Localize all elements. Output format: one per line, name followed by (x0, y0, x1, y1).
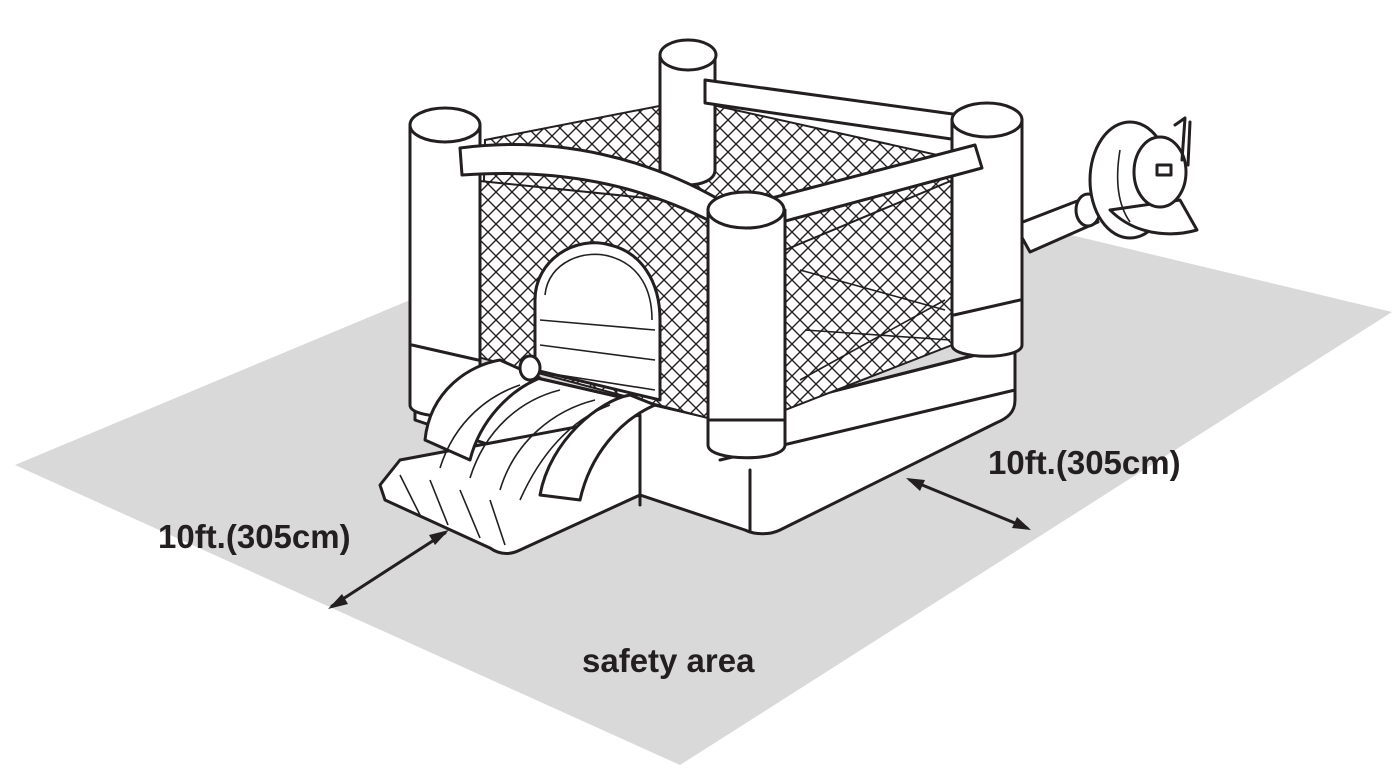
right-dimension-label: 10ft.(305cm) (988, 444, 1181, 481)
pillar-back-right (950, 101, 1024, 358)
entrance-arch (533, 241, 662, 402)
safety-area-label: safety area (582, 642, 755, 679)
dimension-arrow-right (906, 478, 1031, 530)
blower-icon (1088, 116, 1199, 240)
pillar-back-left (658, 38, 718, 187)
pillar-front-right (706, 190, 787, 460)
dimension-arrow-left (328, 530, 449, 609)
left-dimension-label: 10ft.(305cm) (158, 518, 351, 555)
slide (378, 354, 657, 555)
